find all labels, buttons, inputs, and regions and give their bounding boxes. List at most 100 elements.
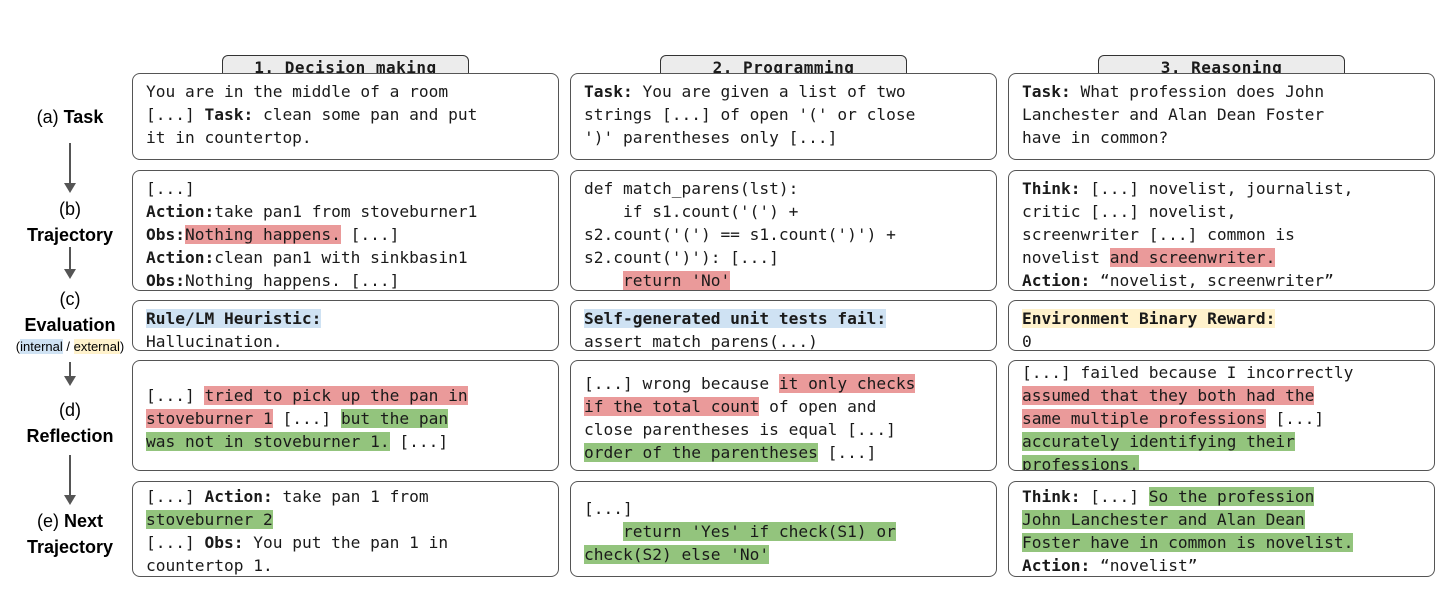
text-span: [...]	[817, 443, 877, 462]
text-span: (a)	[36, 107, 64, 127]
text-span: close parentheses is equal [...]	[584, 420, 896, 439]
text-span: [...] wrong because	[584, 374, 779, 393]
arrow-traj-eval	[64, 247, 76, 279]
text-span: check(S2) else 'No'	[584, 545, 770, 564]
text-span: Action:	[1022, 556, 1091, 575]
label-next-trajectory: (e) Next Trajectory	[0, 508, 140, 560]
task-box-programming: Task: You are given a list of two strings…	[570, 73, 997, 160]
text-span: external	[73, 339, 120, 354]
text-span	[584, 522, 623, 541]
text-span: assumed that they both had the	[1022, 386, 1315, 405]
text-span: [...]	[340, 225, 400, 244]
text-span: strings [...] of open '(' or close	[584, 105, 916, 124]
reflection-box-programming: [...] wrong because it only checks if the…	[570, 360, 997, 471]
text-span: but the pan	[340, 409, 449, 428]
text-line: novelist and screenwriter.	[1022, 246, 1434, 269]
text-line: if the total count of open and	[584, 395, 996, 418]
next-trajectory-box-programming: [...] return 'Yes' if check(S1) or check(…	[570, 481, 997, 577]
text-span: Rule/LM Heuristic:	[146, 309, 322, 328]
text-span: (b)	[59, 199, 81, 219]
text-span: s2.count('(') == s1.count(')') +	[584, 225, 896, 244]
reflection-box-reasoning: [...] failed because I incorrectly assume…	[1008, 360, 1435, 471]
text-span: Trajectory	[26, 225, 114, 245]
trajectory-box-programming: def match_parens(lst): if s1.count('(') …	[570, 170, 997, 291]
text-line: professions.	[1022, 453, 1434, 470]
arrow-eval-refl	[64, 362, 76, 386]
text-line: John Lanchester and Alan Dean	[1022, 508, 1434, 531]
text-span: Obs:	[146, 271, 185, 290]
text-line: Obs:Nothing happens. [...]	[146, 223, 558, 246]
text-span: Action:	[1022, 271, 1091, 290]
text-line: Obs:Nothing happens. [...]	[146, 269, 558, 290]
text-line: order of the parentheses [...]	[584, 441, 996, 464]
text-span: [...]	[146, 105, 205, 124]
text-span	[584, 271, 623, 290]
text-span: Task	[63, 107, 104, 127]
text-line: return 'No'	[584, 269, 996, 290]
text-span: was not in stoveburner 1.	[146, 432, 390, 451]
text-span: if s1.count('(') +	[584, 202, 799, 221]
text-span: return 'No'	[622, 271, 731, 290]
text-line: Foster have in common is novelist.	[1022, 531, 1434, 554]
text-span: Lanchester and Alan Dean Foster	[1022, 105, 1325, 124]
text-line: check(S2) else 'No'	[584, 543, 996, 566]
text-line: Task: What profession does John	[1022, 80, 1434, 103]
text-span: Foster have in common is novelist.	[1022, 533, 1354, 552]
text-span: [...]	[1265, 409, 1325, 428]
text-span: So the profession	[1148, 487, 1315, 506]
text-span: What profession does John	[1070, 82, 1325, 101]
text-span: Task:	[204, 105, 254, 124]
text-span: s2.count(')'): [...]	[584, 248, 779, 267]
text-span: )	[119, 339, 125, 354]
text-span: def match_parens(lst):	[584, 179, 799, 198]
text-span: “novelist”	[1090, 556, 1198, 575]
text-span: Task:	[584, 82, 633, 101]
text-span: critic [...] novelist,	[1022, 202, 1237, 221]
text-span: clean pan1 with sinkbasin1	[214, 248, 468, 267]
text-span: same multiple professions	[1022, 409, 1266, 428]
text-span: order of the parentheses	[584, 443, 818, 462]
text-span: Reflection	[26, 426, 114, 446]
text-span: it only checks	[778, 374, 916, 393]
text-span: (c)	[59, 289, 81, 309]
label-task: (a) Task	[0, 104, 140, 130]
text-line: [...] Obs: You put the pan 1 in	[146, 531, 558, 554]
text-span: countertop 1.	[146, 556, 273, 575]
text-span: [...]	[389, 432, 449, 451]
text-span: return 'Yes' if check(S1) or	[622, 522, 896, 541]
text-span: have in common?	[1022, 128, 1169, 147]
text-span: screenwriter [...] common is	[1022, 225, 1295, 244]
text-span: assert match_parens(...)	[584, 332, 818, 351]
text-span: stoveburner 1	[146, 409, 273, 428]
text-span: Obs:	[146, 225, 185, 244]
text-span: You are in the middle of a room	[146, 82, 449, 101]
text-span: and screenwriter.	[1109, 248, 1276, 267]
text-span: [...]	[272, 409, 341, 428]
text-span: Next	[63, 511, 103, 531]
text-line: Think: [...] So the profession	[1022, 485, 1434, 508]
text-span: [...]	[584, 499, 633, 518]
label-evaluation: (c) Evaluation (internal / external)	[0, 286, 140, 356]
text-span: Nothing happens.	[184, 225, 341, 244]
text-line: Think: [...] novelist, journalist,	[1022, 177, 1434, 200]
evaluation-box-reasoning: Environment Binary Reward:0	[1008, 300, 1435, 351]
text-span: novelist	[1022, 248, 1110, 267]
text-line: same multiple professions [...]	[1022, 407, 1434, 430]
text-line: Environment Binary Reward:	[1022, 307, 1434, 330]
text-span: Think:	[1022, 487, 1081, 506]
text-span: “novelist, screenwriter”	[1090, 271, 1334, 290]
text-span: clean some pan and put	[253, 105, 478, 124]
text-line: Action: “novelist”	[1022, 554, 1434, 576]
arrow-task-traj	[64, 143, 76, 193]
text-span: Trajectory	[26, 537, 114, 557]
text-span: Action:	[204, 487, 273, 506]
text-line: [...] Task: clean some pan and put	[146, 103, 558, 126]
text-span: [...] failed because I incorrectly	[1022, 363, 1354, 382]
text-line: Task: You are given a list of two	[584, 80, 996, 103]
text-line: return 'Yes' if check(S1) or	[584, 520, 996, 543]
text-span: You put the pan 1 in	[243, 533, 449, 552]
text-span: take pan 1 from	[272, 487, 429, 506]
text-span: Nothing happens. [...]	[184, 271, 400, 290]
